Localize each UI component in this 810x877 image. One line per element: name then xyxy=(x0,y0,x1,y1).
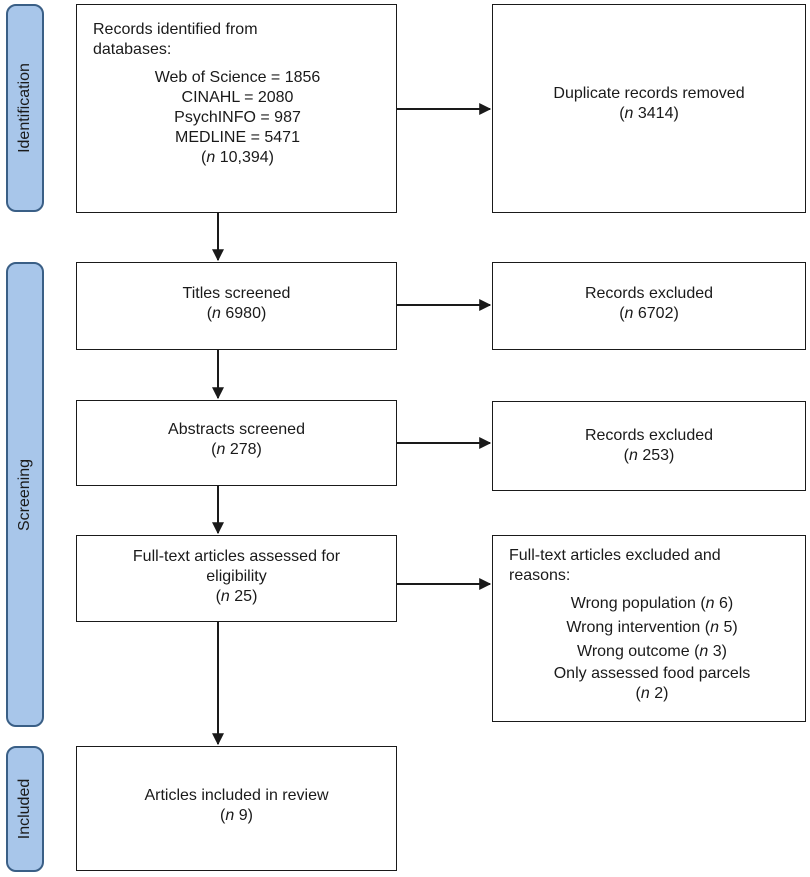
titles-excluded-label: Records excluded xyxy=(584,285,714,302)
count-cinahl: CINAHL = 2080 xyxy=(181,89,294,106)
fulltext-excluded-box: Full-text articles excluded and reasons:… xyxy=(492,535,806,722)
records-identified-heading-2: databases: xyxy=(93,41,172,58)
phase-included: Included xyxy=(6,746,44,872)
titles-excluded-count: (n 6702) xyxy=(619,305,679,322)
titles-screened-count: (n 6980) xyxy=(206,305,267,322)
duplicates-label: Duplicate records removed xyxy=(553,84,745,102)
titles-screened-label: Titles screened xyxy=(182,285,291,302)
phase-screening: Screening xyxy=(6,262,44,727)
duplicates-count: (n 3414) xyxy=(619,104,679,122)
included-box: Articles included in review (n 9) xyxy=(76,746,397,871)
abstracts-screened-box: Abstracts screened (n 278) xyxy=(76,400,397,486)
fulltext-assessed-box: Full-text articles assessed for eligibil… xyxy=(76,535,397,622)
fulltext-excluded-heading-2: reasons: xyxy=(509,567,571,584)
fulltext-assessed-count: (n 25) xyxy=(215,587,258,605)
reason-food-parcels-count: (n 2) xyxy=(635,685,669,702)
fulltext-assessed-label-2: eligibility xyxy=(206,567,267,585)
included-label: Articles included in review xyxy=(144,786,329,804)
phase-identification: Identification xyxy=(6,4,44,212)
abstracts-screened-count: (n 278) xyxy=(211,441,262,458)
count-web-of-science: Web of Science = 1856 xyxy=(154,69,321,86)
abstracts-excluded-count: (n 253) xyxy=(623,447,675,464)
records-identified-box: Records identified from databases: Web o… xyxy=(76,4,397,213)
fulltext-excluded-heading: Full-text articles excluded and xyxy=(509,547,721,564)
abstracts-screened-label: Abstracts screened xyxy=(168,421,305,438)
count-psychinfo: PsychINFO = 987 xyxy=(174,109,301,126)
records-identified-heading: Records identified from xyxy=(93,21,258,38)
count-total: (n 10,394) xyxy=(201,149,274,166)
reason-wrong-outcome: Wrong outcome (n 3) xyxy=(577,643,727,660)
abstracts-excluded-label: Records excluded xyxy=(584,427,714,444)
reason-wrong-population: Wrong population (n 6) xyxy=(570,595,734,612)
titles-screened-box: Titles screened (n 6980) xyxy=(76,262,397,350)
duplicates-box: Duplicate records removed (n 3414) xyxy=(492,4,806,213)
abstracts-excluded-box: Records excluded (n 253) xyxy=(492,401,806,491)
fulltext-assessed-label: Full-text articles assessed for xyxy=(132,547,341,565)
reason-food-parcels: Only assessed food parcels xyxy=(553,665,751,682)
reason-wrong-intervention: Wrong intervention (n 5) xyxy=(566,619,738,636)
included-count: (n 9) xyxy=(220,806,253,824)
titles-excluded-box: Records excluded (n 6702) xyxy=(492,262,806,350)
count-medline: MEDLINE = 5471 xyxy=(175,129,300,146)
